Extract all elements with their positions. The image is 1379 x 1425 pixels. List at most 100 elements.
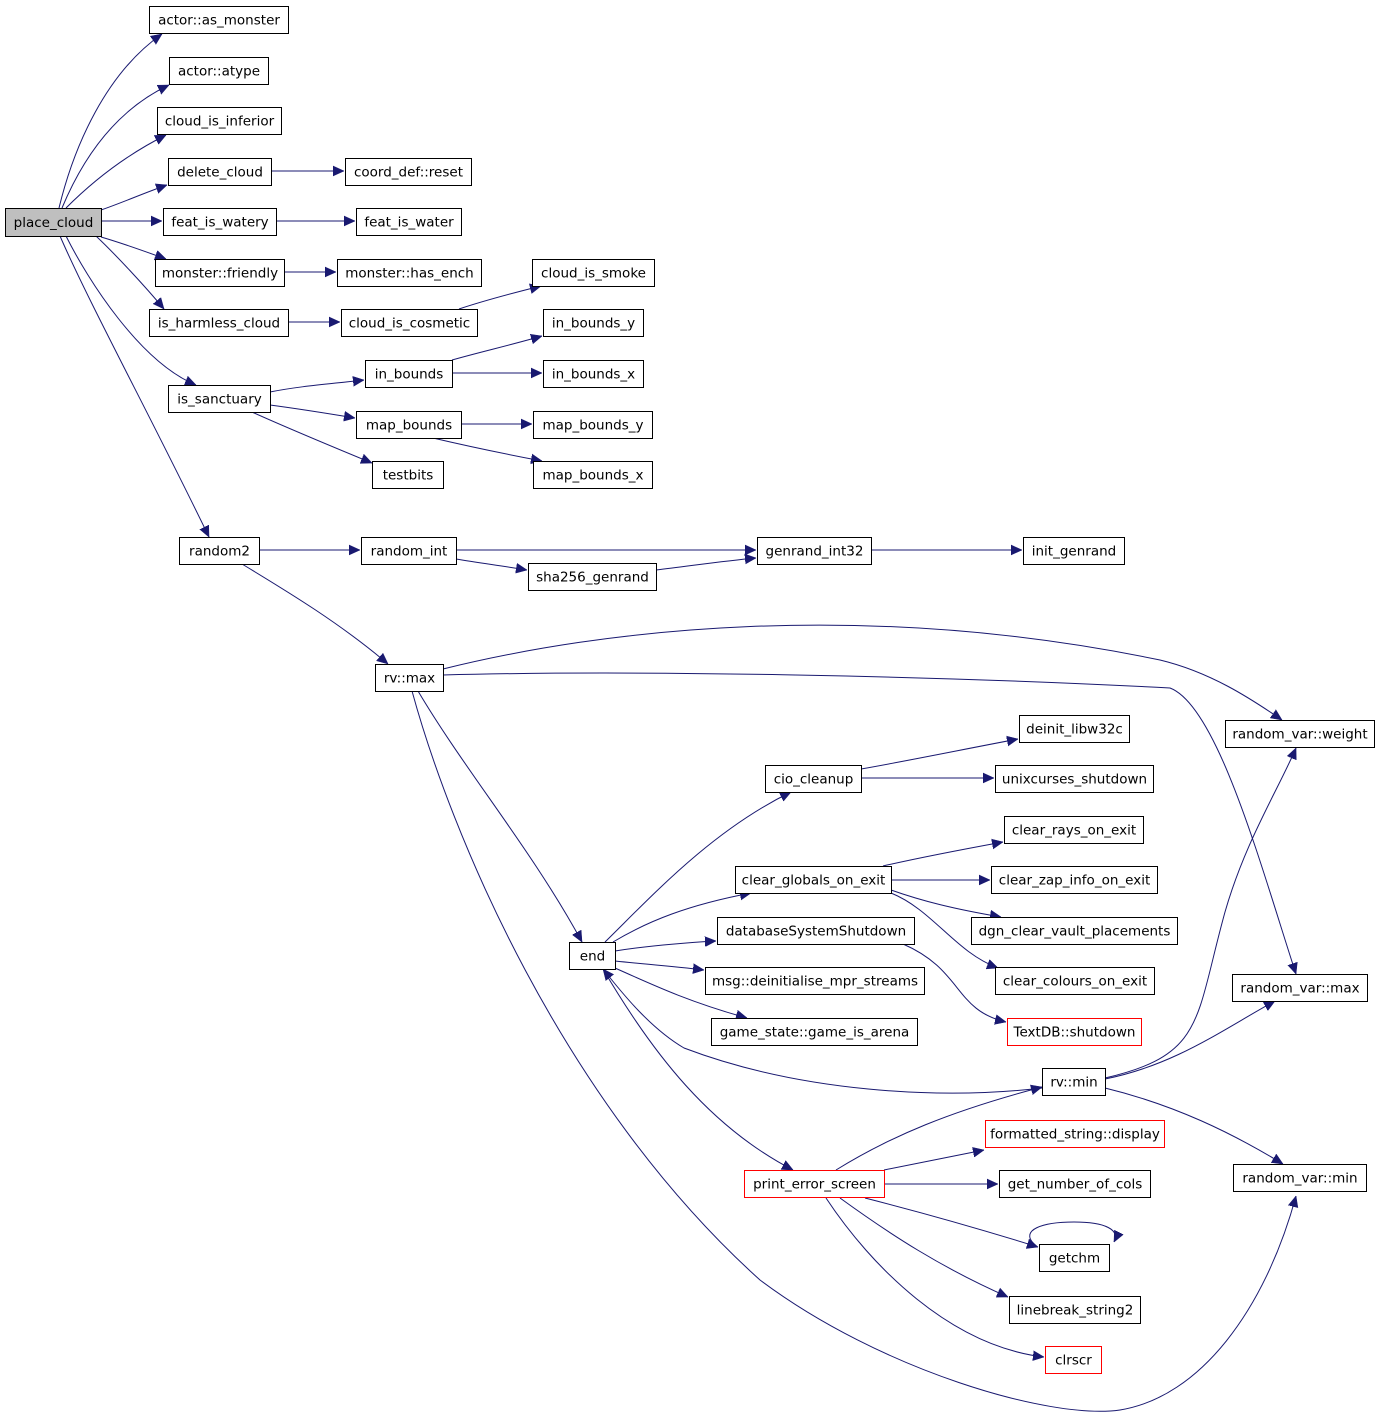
node-label: feat_is_watery xyxy=(171,215,268,231)
node-box xyxy=(345,158,472,186)
edge-in-bounds-to-in-bounds-y xyxy=(451,336,542,361)
node-is-sanctuary[interactable]: is_sanctuary xyxy=(168,385,271,413)
node-deinit-libw32c[interactable]: deinit_libw32c xyxy=(1019,715,1130,743)
node-delete-cloud[interactable]: delete_cloud xyxy=(168,158,272,186)
node-box xyxy=(543,360,644,388)
node-box xyxy=(356,411,462,439)
edge-random2-to-rv-max xyxy=(241,563,388,664)
node-rv-weight[interactable]: random_var::weight xyxy=(1225,720,1375,748)
node-linebreak-string2[interactable]: linebreak_string2 xyxy=(1009,1296,1141,1324)
node-label: clrscr xyxy=(1055,1353,1092,1369)
node-dgn-clear-vault-placements[interactable]: dgn_clear_vault_placements xyxy=(971,917,1178,945)
node-label: map_bounds_x xyxy=(542,468,643,484)
edge-place-cloud-to-is-harmless-cloud xyxy=(95,235,164,309)
node-in-bounds[interactable]: in_bounds xyxy=(365,360,453,388)
node-get-number-of-cols[interactable]: get_number_of_cols xyxy=(999,1170,1151,1198)
edge-end-to-msg-deinit xyxy=(614,960,704,970)
node-label: cloud_is_smoke xyxy=(541,266,646,282)
node-feat-is-water[interactable]: feat_is_water xyxy=(356,208,462,236)
node-monster-friendly[interactable]: monster::friendly xyxy=(155,259,285,287)
edge-place-cloud-to-atype xyxy=(61,84,169,209)
edge-end-to-clear-globals-on-exit xyxy=(612,893,751,943)
edge-place-cloud-to-cloud-is-inferior xyxy=(65,134,166,209)
node-box xyxy=(533,411,653,439)
node-box xyxy=(971,917,1178,945)
node-map-bounds[interactable]: map_bounds xyxy=(356,411,462,439)
node-monster-has-ench[interactable]: monster::has_ench xyxy=(337,259,482,287)
node-box xyxy=(168,385,271,413)
node-box xyxy=(735,866,892,894)
node-testbits[interactable]: testbits xyxy=(372,461,444,489)
node-formatted-display[interactable]: formatted_string::display xyxy=(985,1120,1165,1148)
node-label: clear_zap_info_on_exit xyxy=(999,873,1150,889)
edge-clear-globals-on-exit-to-dgn-clear-vault-placements xyxy=(890,889,1001,917)
node-place-cloud[interactable]: place_cloud xyxy=(5,208,102,237)
node-label: in_bounds_x xyxy=(552,367,635,383)
node-game-is-arena[interactable]: game_state::game_is_arena xyxy=(711,1018,918,1046)
node-end[interactable]: end xyxy=(569,942,616,970)
node-box xyxy=(1042,1068,1106,1096)
edge-print-error-screen-to-clrscr xyxy=(825,1197,1044,1357)
edge-rv-min-to-end xyxy=(603,969,1043,1094)
edge-place-cloud-to-random2 xyxy=(59,235,210,537)
edge-databaseSystemShutdown-to-textdb-shutdown xyxy=(902,943,1006,1022)
node-msg-deinit[interactable]: msg::deinitialise_mpr_streams xyxy=(705,967,925,995)
node-random-int[interactable]: random_int xyxy=(361,537,457,565)
node-label: cloud_is_cosmetic xyxy=(349,316,470,332)
node-box xyxy=(757,537,872,565)
node-sha256-genrand[interactable]: sha256_genrand xyxy=(528,563,657,591)
node-textdb-shutdown[interactable]: TextDB::shutdown xyxy=(1007,1018,1142,1046)
edge-rv-max-to-rv-weight xyxy=(442,624,1282,721)
node-databaseSystemShutdown[interactable]: databaseSystemShutdown xyxy=(717,917,915,945)
node-unixcurses-shutdown[interactable]: unixcurses_shutdown xyxy=(995,765,1154,793)
node-clrscr[interactable]: clrscr xyxy=(1045,1346,1102,1374)
node-box xyxy=(532,259,655,287)
edge-rv-min-to-rv-min-target xyxy=(1104,1087,1283,1165)
edge-random-int-to-sha256-genrand xyxy=(455,558,527,570)
node-random2[interactable]: random2 xyxy=(179,537,260,565)
node-box xyxy=(1232,974,1368,1002)
node-label: TextDB::shutdown xyxy=(1013,1025,1136,1041)
node-feat-is-watery[interactable]: feat_is_watery xyxy=(163,208,277,236)
node-is-harmless-cloud[interactable]: is_harmless_cloud xyxy=(149,309,289,337)
node-box xyxy=(365,360,453,388)
node-cloud-is-inferior[interactable]: cloud_is_inferior xyxy=(157,107,282,135)
node-label: in_bounds xyxy=(375,367,444,383)
edge-place-cloud-to-as-monster xyxy=(58,33,162,209)
node-print-error-screen[interactable]: print_error_screen xyxy=(744,1170,885,1198)
edge-is-sanctuary-to-map-bounds xyxy=(269,404,355,418)
node-getchm[interactable]: getchm xyxy=(1039,1244,1110,1272)
node-genrand-int32[interactable]: genrand_int32 xyxy=(757,537,872,565)
node-box xyxy=(1045,1346,1102,1374)
node-clear-colours-on-exit[interactable]: clear_colours_on_exit xyxy=(995,967,1155,995)
edge-print-error-screen-to-formatted-display xyxy=(883,1150,984,1171)
node-clear-rays-on-exit[interactable]: clear_rays_on_exit xyxy=(1004,816,1144,844)
node-coord-reset[interactable]: coord_def::reset xyxy=(345,158,472,186)
node-map-bounds-x[interactable]: map_bounds_x xyxy=(533,461,653,489)
node-in-bounds-y[interactable]: in_bounds_y xyxy=(543,309,644,337)
node-rv-min[interactable]: rv::min xyxy=(1042,1068,1106,1096)
node-init-genrand[interactable]: init_genrand xyxy=(1023,537,1125,565)
node-as-monster[interactable]: actor::as_monster xyxy=(149,6,289,34)
node-clear-globals-on-exit[interactable]: clear_globals_on_exit xyxy=(735,866,892,894)
edge-getchm-to-getchm xyxy=(1029,1221,1116,1245)
node-label: rv::min xyxy=(1050,1075,1097,1091)
node-box xyxy=(375,664,444,692)
node-cloud-is-smoke[interactable]: cloud_is_smoke xyxy=(532,259,655,287)
node-map-bounds-y[interactable]: map_bounds_y xyxy=(533,411,653,439)
node-box xyxy=(149,6,289,34)
node-in-bounds-x[interactable]: in_bounds_x xyxy=(543,360,644,388)
node-rv-max-target[interactable]: random_var::max xyxy=(1232,974,1368,1002)
node-label: dgn_clear_vault_placements xyxy=(979,924,1171,940)
node-rv-min-target[interactable]: random_var::min xyxy=(1233,1164,1367,1192)
node-clear-zap-info-on-exit[interactable]: clear_zap_info_on_exit xyxy=(991,866,1158,894)
node-label: print_error_screen xyxy=(753,1177,876,1193)
node-rv-max[interactable]: rv::max xyxy=(375,664,444,692)
node-atype[interactable]: actor::atype xyxy=(169,57,269,85)
node-cloud-is-cosmetic[interactable]: cloud_is_cosmetic xyxy=(341,309,478,337)
node-box xyxy=(372,461,444,489)
edge-print-error-screen-to-getchm xyxy=(864,1197,1038,1247)
edge-place-cloud-to-is-sanctuary xyxy=(65,235,196,385)
node-cio-cleanup[interactable]: cio_cleanup xyxy=(765,765,862,793)
